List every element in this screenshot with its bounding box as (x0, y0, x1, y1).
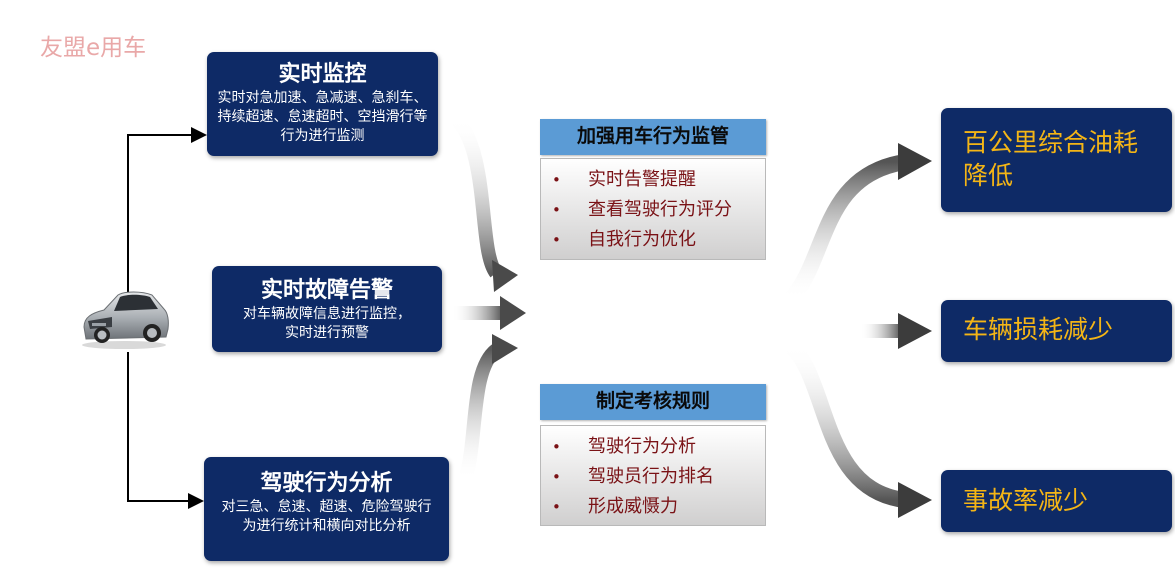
car-icon (82, 291, 169, 349)
fault-alarm-box: 实时故障告警 对车辆故障信息进行监控，实时进行预警 (212, 266, 442, 352)
list-item: •实时告警提醒 (541, 165, 765, 195)
bullet-icon: • (552, 171, 561, 189)
split-arrows (783, 143, 932, 518)
realtime-monitor-title: 实时监控 (278, 62, 367, 87)
left-connector (127, 127, 207, 509)
result-accident-text: 事故率减少 (963, 486, 1089, 515)
arrowhead-accident (898, 482, 932, 518)
bullet-icon: • (552, 231, 561, 249)
supervise-list: •实时告警提醒 •查看驾驶行为评分 •自我行为优化 (540, 158, 766, 260)
list-item: •驾驶行为分析 (541, 432, 765, 462)
rules-header: 制定考核规则 (540, 384, 766, 420)
arrowhead-wear (898, 313, 932, 349)
merge-arrows (449, 112, 526, 483)
list-item: •查看驾驶行为评分 (541, 195, 765, 225)
supervise-header: 加强用车行为监管 (540, 119, 766, 155)
result-accident-box: 事故率减少 (941, 470, 1172, 532)
fault-alarm-desc: 对车辆故障信息进行监控，实时进行预警 (243, 306, 411, 341)
result-wear-box: 车辆损耗减少 (941, 300, 1172, 362)
arrowhead-middle (500, 296, 526, 330)
list-item: •驾驶员行为排名 (541, 462, 765, 492)
brand-logo-text: 友盟e用车 (40, 35, 147, 61)
result-fuel-box: 百公里综合油耗降低 (941, 108, 1172, 212)
list-item: •自我行为优化 (541, 225, 765, 255)
arrowhead-bottom (492, 334, 518, 364)
driving-analysis-box: 驾驶行为分析 对三急、怠速、超速、危险驾驶行为进行统计和横向对比分析 (204, 457, 449, 561)
driving-analysis-title: 驾驶行为分析 (260, 471, 393, 496)
bullet-icon: • (552, 438, 561, 456)
bullet-icon: • (552, 468, 561, 486)
arrowhead-fuel (898, 143, 932, 180)
bullet-icon: • (552, 201, 561, 219)
bullet-icon: • (552, 498, 561, 516)
realtime-monitor-box: 实时监控 实时对急加速、急减速、急刹车、持续超速、怠速超时、空挡滑行等行为进行监… (207, 52, 438, 156)
result-fuel-text: 百公里综合油耗降低 (963, 128, 1139, 190)
driving-analysis-desc: 对三急、怠速、超速、危险驾驶行为进行统计和横向对比分析 (221, 499, 432, 534)
rules-list: •驾驶行为分析 •驾驶员行为排名 •形成威慑力 (540, 425, 766, 526)
result-wear-text: 车辆损耗减少 (963, 315, 1114, 344)
list-item: •形成威慑力 (541, 492, 765, 522)
fault-alarm-title: 实时故障告警 (260, 278, 393, 303)
arrowhead-top (492, 260, 518, 292)
realtime-monitor-desc: 实时对急加速、急减速、急刹车、持续超速、怠速超时、空挡滑行等行为进行监测 (217, 90, 428, 144)
